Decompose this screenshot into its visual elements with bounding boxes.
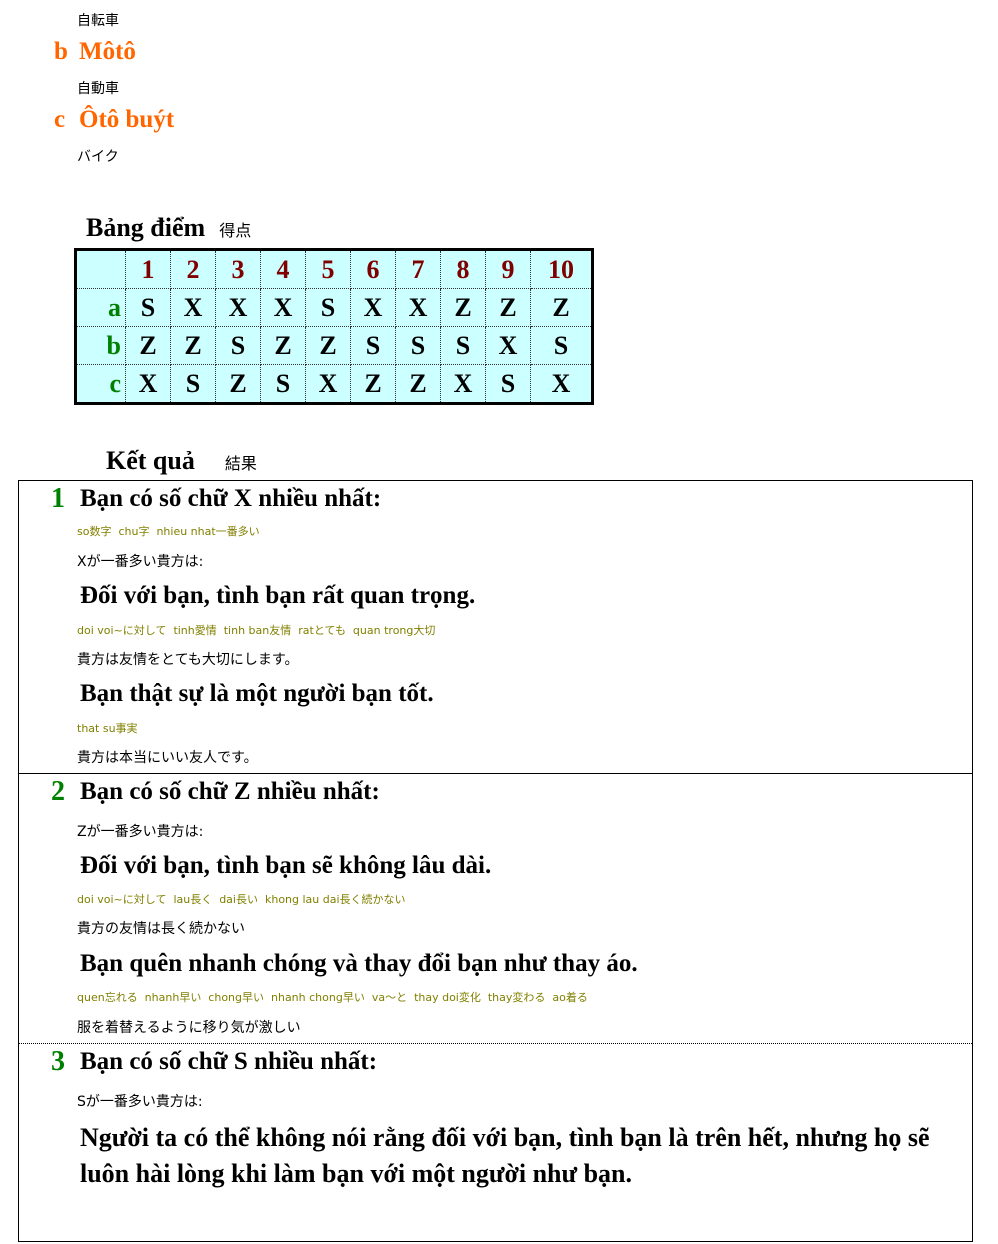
result-title: Bạn có số chữ Z nhiều nhất: <box>80 778 380 805</box>
result-sentence: Đối với bạn, tình bạn sẽ không lâu dài. <box>80 852 492 879</box>
result-section-1: 1 Bạn có số chữ X nhiều nhất: so数字 chu字 … <box>19 481 972 774</box>
score-cell: Z <box>305 326 351 365</box>
score-cell: X <box>395 288 441 327</box>
score-cell: S <box>125 288 171 327</box>
vocab-gloss: quen忘れる nhanh早い chong早い nhanh chong早い va… <box>77 991 588 1004</box>
score-cell: X <box>260 288 306 327</box>
result-section-2: 2 Bạn có số chữ Z nhiều nhất: Zが一番多い貴方は:… <box>19 774 972 1044</box>
row-label: a <box>75 288 126 327</box>
score-cell: Z <box>215 364 261 404</box>
result-sentence: Đối với bạn, tình bạn rất quan trọng. <box>80 582 476 609</box>
results-box: 1 Bạn có số chữ X nhiều nhất: so数字 chu字 … <box>18 480 973 1242</box>
score-cell: X <box>125 364 171 404</box>
result-title-jp: Zが一番多い貴方は: <box>77 824 204 840</box>
score-cell: S <box>530 326 593 365</box>
heading-jp: 結果 <box>224 454 257 473</box>
result-title-jp: Sが一番多い貴方は: <box>77 1094 203 1110</box>
score-cell: Z <box>260 326 306 365</box>
vocab-gloss: doi voi~に対して lau長く dai長い khong lau dai長く… <box>77 893 406 906</box>
sentence-translation: 貴方の友情は長く続かない <box>77 921 245 937</box>
option-label: Môtô <box>79 38 136 65</box>
column-header: 5 <box>305 249 351 289</box>
row-label: b <box>75 326 126 365</box>
result-title-jp: Xが一番多い貴方は: <box>77 554 204 570</box>
score-cell: X <box>215 288 261 327</box>
column-header: 2 <box>170 249 216 289</box>
result-number: 1 <box>51 483 65 514</box>
sentence-translation: 貴方は友情をとても大切にします。 <box>77 652 299 668</box>
result-number: 3 <box>51 1046 65 1077</box>
vocab-gloss: that su事実 <box>77 722 138 735</box>
column-header: 3 <box>215 249 261 289</box>
sentence-translation: 服を着替えるように移り気が激しい <box>77 1020 301 1036</box>
heading-text: Bảng điểm <box>86 213 206 242</box>
option-letter: c <box>54 106 66 133</box>
result-title: Bạn có số chữ X nhiều nhất: <box>80 485 382 512</box>
column-header: 10 <box>530 249 593 289</box>
column-header: 4 <box>260 249 306 289</box>
score-cell: Z <box>395 364 441 404</box>
column-header: 8 <box>440 249 486 289</box>
score-cell: S <box>440 326 486 365</box>
score-cell: S <box>350 326 396 365</box>
score-cell: X <box>170 288 216 327</box>
score-cell: Z <box>485 288 531 327</box>
score-cell: S <box>215 326 261 365</box>
option-letter: b <box>54 38 68 65</box>
score-cell: X <box>485 326 531 365</box>
heading-text: Kết quả <box>106 446 195 475</box>
vocab-gloss: doi voi~に対して tinh愛情 tinh ban友情 ratとても qu… <box>77 624 436 637</box>
result-number: 2 <box>51 776 65 807</box>
sentence-translation: 貴方は本当にいい友人です。 <box>77 750 258 766</box>
result-section-3: 3 Bạn có số chữ S nhiều nhất: Sが一番多い貴方は:… <box>19 1044 972 1244</box>
score-cell: Z <box>350 364 396 404</box>
score-cell: S <box>170 364 216 404</box>
row-label: c <box>75 364 126 404</box>
score-cell: Z <box>170 326 216 365</box>
results-heading: Kết quả 結果 <box>106 446 257 476</box>
score-cell: X <box>350 288 396 327</box>
score-cell: Z <box>530 288 593 327</box>
score-cell: S <box>260 364 306 404</box>
score-cell: Z <box>440 288 486 327</box>
score-cell: X <box>530 364 593 404</box>
result-title: Bạn có số chữ S nhiều nhất: <box>80 1048 378 1075</box>
vocab-gloss: so数字 chu字 nhieu nhat一番多い <box>77 525 260 538</box>
result-sentence: Người ta có thể không nói rằng đối với b… <box>80 1123 930 1188</box>
result-sentence: Bạn thật sự là một người bạn tốt. <box>80 680 434 707</box>
score-cell: Z <box>125 326 171 365</box>
column-header: 6 <box>350 249 396 289</box>
option-label: Ôtô buýt <box>79 106 175 133</box>
corner-cell <box>75 249 126 289</box>
score-cell: X <box>305 364 351 404</box>
score-cell: S <box>395 326 441 365</box>
option-b-translation: 自動車 <box>77 81 119 97</box>
score-cell: S <box>485 364 531 404</box>
column-header: 9 <box>485 249 531 289</box>
result-sentence: Bạn quên nhanh chóng và thay đổi bạn như… <box>80 950 638 977</box>
option-c-translation: バイク <box>77 149 119 165</box>
score-cell: S <box>305 288 351 327</box>
column-header: 7 <box>395 249 441 289</box>
heading-jp: 得点 <box>219 221 252 240</box>
score-table-heading: Bảng điểm 得点 <box>86 213 251 243</box>
option-c: c Ôtô buýt <box>54 106 174 134</box>
option-b: b Môtô <box>54 38 136 66</box>
score-cell: X <box>440 364 486 404</box>
column-header: 1 <box>125 249 171 289</box>
option-a-translation: 自転車 <box>77 13 119 29</box>
